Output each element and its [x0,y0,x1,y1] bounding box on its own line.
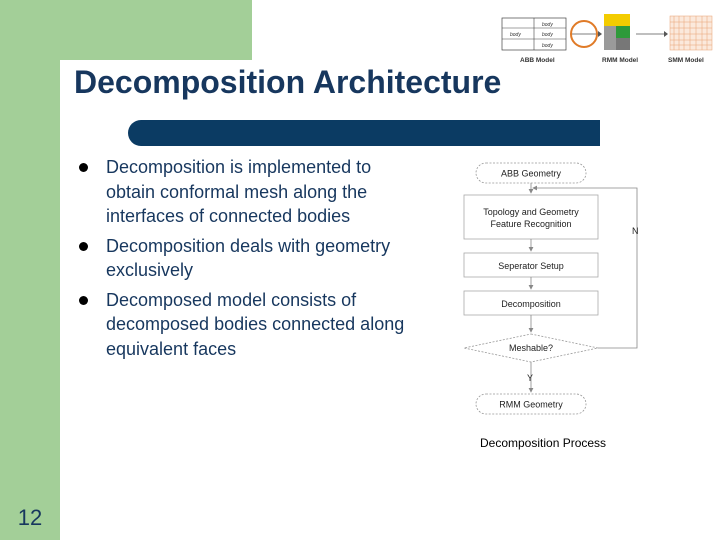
bullet-text: Decomposition deals with geometry exclus… [106,235,391,281]
model-comparison-figure: body body body body ABB Model RMM Model [501,14,713,64]
decomposition-flowchart: ABB Geometry Topology and Geometry Featu… [463,162,639,415]
flow-step-label: RMM Geometry [499,400,563,410]
flow-step-label: Decomposition [501,299,561,309]
flow-step-seperator-setup [463,252,599,278]
flow-step-rmm-geometry [475,393,587,415]
flow-step-label: ABB Geometry [501,169,562,179]
flow-no-label: N [632,226,639,236]
slide-title: Decomposition Architecture [74,64,502,100]
bullet-text: Decomposition is implemented to obtain c… [106,157,372,226]
top-accent-bar [0,0,252,60]
highlight-circle [570,20,598,48]
flow-loop-arrow [532,185,638,349]
flow-yes-label: Y [527,373,533,383]
flowchart-caption: Decomposition Process [480,436,607,450]
body-label: body [542,22,553,28]
arrow-icon [570,31,602,37]
flow-step-feature-recognition [463,194,599,240]
body-label: body [542,32,553,38]
flow-decision-label: Meshable? [509,343,553,353]
slide-number: 12 [17,505,43,530]
title-underline-bar [128,120,600,146]
bullet-dot-icon [79,295,88,305]
bullet-item: Decomposed model consists of decomposed … [76,288,416,362]
bullet-item: Decomposition deals with geometry exclus… [76,234,416,283]
left-accent-bar [0,0,60,540]
bullet-list: Decomposition is implemented to obtain c… [76,155,416,366]
abb-model-diagram: body body body body [501,17,567,51]
rmm-model-label: RMM Model [602,57,638,64]
bullet-dot-icon [79,241,88,251]
flow-step-label: Seperator Setup [498,261,564,271]
bullet-dot-icon [79,163,88,172]
body-label: body [510,32,521,38]
abb-model-label: ABB Model [520,57,555,64]
smm-model-label: SMM Model [668,57,704,64]
flow-step-label: Topology and Geometry [483,207,579,217]
body-label: body [542,43,553,49]
rmm-model-diagram [604,14,630,50]
flow-step-label: Feature Recognition [490,219,571,229]
arrow-icon [636,31,668,37]
bullet-item: Decomposition is implemented to obtain c… [76,155,416,229]
smm-model-diagram [669,15,713,51]
bullet-text: Decomposed model consists of decomposed … [106,289,405,359]
